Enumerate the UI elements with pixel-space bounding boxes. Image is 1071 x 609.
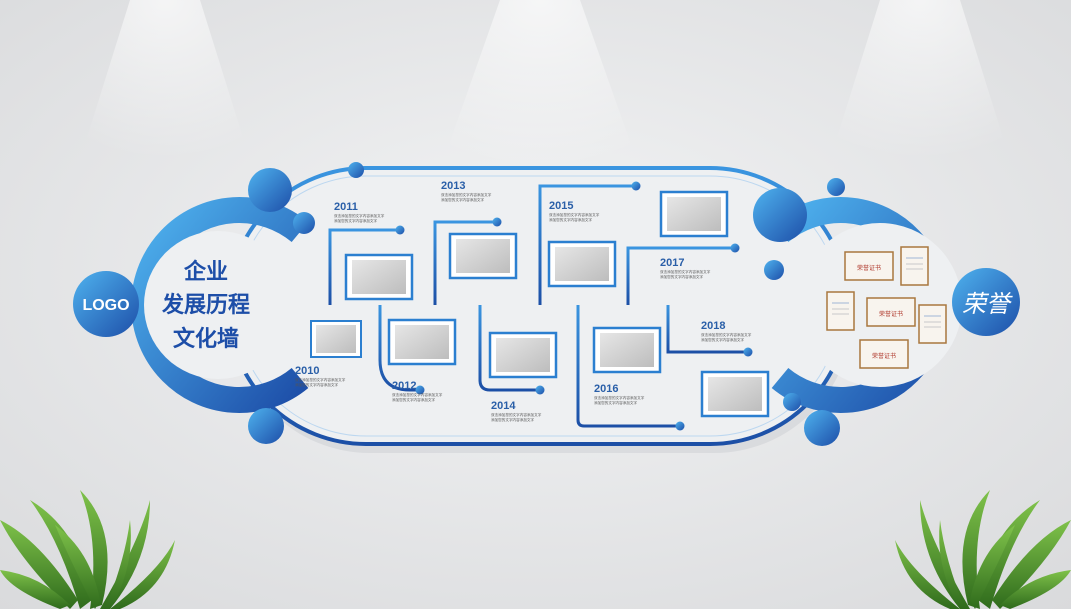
certificate-label-6: 荣誉证书 — [872, 352, 896, 360]
year-2018: 2018 — [701, 320, 725, 332]
year-2011: 2011 — [334, 201, 358, 213]
text-2010-b: 添加您的文字内容添加文字 — [295, 382, 339, 387]
decor-dots — [248, 162, 845, 446]
certificate-3 — [826, 291, 855, 331]
year-labels: 2010 2011 2012 2013 2014 2015 2016 2017 … — [295, 180, 725, 412]
text-2016-b: 添加您的文字内容添加文字 — [594, 400, 638, 405]
certificate-2 — [900, 246, 929, 286]
text-2018-b: 添加您的文字内容添加文字 — [701, 337, 745, 342]
text-2012-b: 添加您的文字内容添加文字 — [392, 397, 436, 402]
plant-right — [895, 490, 1071, 609]
photo-frame-2016 — [592, 326, 662, 374]
text-2010-a: 双击添加您的文字内容添加文字 — [295, 377, 346, 382]
text-2013-b: 添加您的文字内容添加文字 — [441, 197, 485, 202]
year-2015: 2015 — [549, 200, 573, 212]
year-texts: 双击添加您的文字内容添加文字 添加您的文字内容添加文字 双击添加您的文字内容添加… — [295, 192, 752, 422]
year-2016: 2016 — [594, 383, 618, 395]
photo-frames — [310, 190, 770, 418]
honor-circle — [952, 268, 1020, 336]
photo-frame-2018 — [700, 370, 770, 418]
text-2012-a: 双击添加您的文字内容添加文字 — [392, 392, 443, 397]
certificate-label-1: 荣誉证书 — [857, 264, 881, 272]
text-2011-a: 双击添加您的文字内容添加文字 — [334, 213, 385, 218]
photo-frame-2012 — [387, 318, 457, 366]
certificate-6: 荣誉证书 — [859, 339, 909, 369]
certificate-4: 荣誉证书 — [866, 297, 916, 327]
photo-frame-2011 — [344, 253, 414, 301]
timeline-lines — [305, 184, 790, 428]
text-2014-b: 添加您的文字内容添加文字 — [491, 417, 535, 422]
text-2016-a: 双击添加您的文字内容添加文字 — [594, 395, 645, 400]
text-2011-b: 添加您的文字内容添加文字 — [334, 218, 378, 223]
year-2012: 2012 — [392, 380, 416, 392]
text-2013-a: 双击添加您的文字内容添加文字 — [441, 192, 492, 197]
text-2015-b: 添加您的文字内容添加文字 — [549, 217, 593, 222]
timeline-nodes — [395, 181, 753, 431]
photo-frame-2010 — [310, 320, 362, 358]
year-2014: 2014 — [491, 400, 516, 412]
title-line-2: 发展历程 — [161, 292, 250, 318]
title-line-1: 企业 — [183, 259, 228, 285]
text-2018-a: 双击添加您的文字内容添加文字 — [701, 332, 752, 337]
certificate-5 — [918, 304, 947, 344]
year-2017: 2017 — [660, 257, 684, 269]
year-2010: 2010 — [295, 365, 319, 377]
photo-frame-2017 — [659, 190, 729, 238]
left-medallion: LOGO 企业 发展历程 文化墙 — [73, 197, 309, 413]
title-line-3: 文化墙 — [173, 326, 239, 352]
certificate-label-4: 荣誉证书 — [879, 310, 903, 318]
photo-frame-2014 — [488, 331, 558, 379]
spotlights — [80, 0, 1010, 170]
photo-frame-2015 — [547, 240, 617, 288]
logo-text: LOGO — [82, 297, 129, 314]
year-2013: 2013 — [441, 180, 465, 192]
photo-frame-2013 — [448, 232, 518, 280]
text-2017-b: 添加您的文字内容添加文字 — [660, 274, 704, 279]
text-2014-a: 双击添加您的文字内容添加文字 — [491, 412, 542, 417]
logo-circle — [73, 271, 139, 337]
plant-left — [0, 490, 175, 609]
certificate-1: 荣誉证书 — [844, 251, 894, 281]
honor-text: 荣誉 — [962, 290, 1013, 318]
text-2015-a: 双击添加您的文字内容添加文字 — [549, 212, 600, 217]
certificates: 荣誉证书 荣誉证书 荣誉证书 — [826, 246, 947, 369]
text-2017-a: 双击添加您的文字内容添加文字 — [660, 269, 711, 274]
